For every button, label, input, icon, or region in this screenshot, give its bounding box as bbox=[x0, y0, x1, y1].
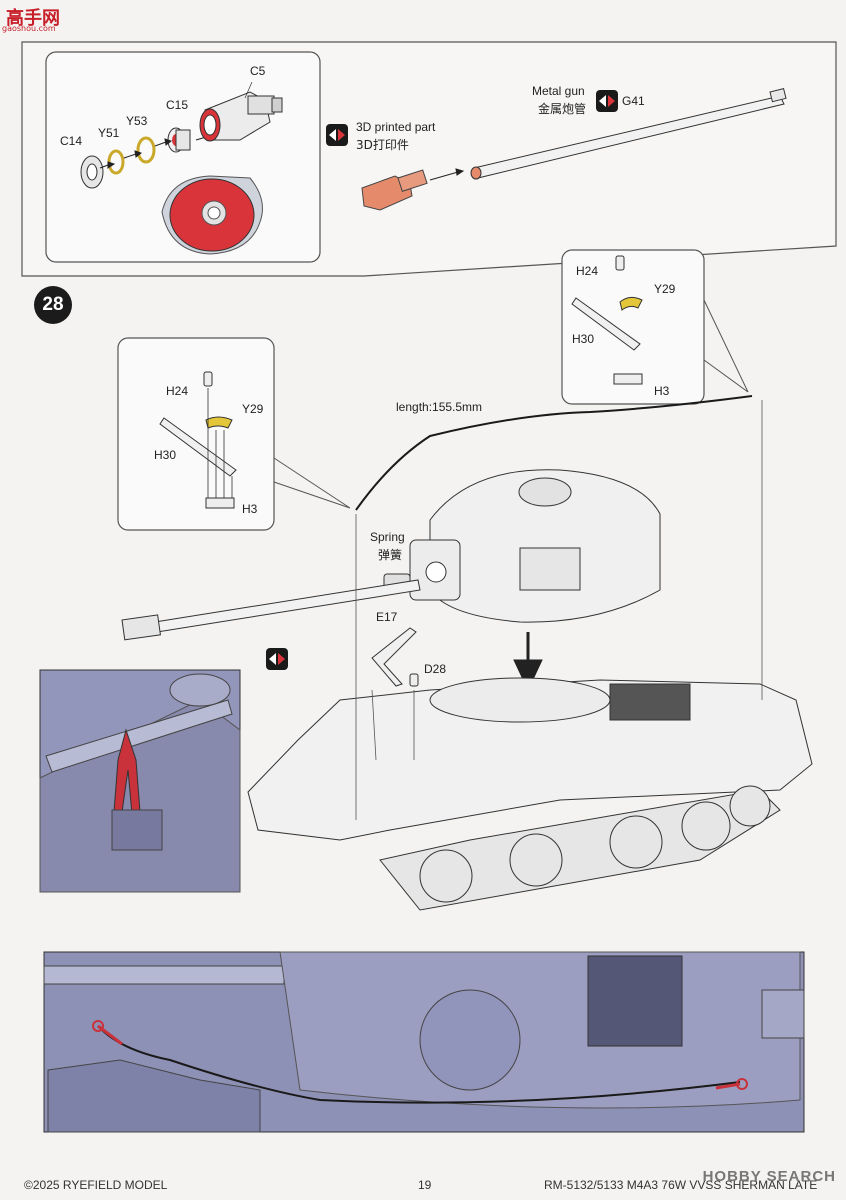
label-3d-printed: 3D printed part bbox=[356, 120, 436, 134]
label-h24-left: H24 bbox=[166, 384, 189, 398]
source-watermark: HOBBY SEARCH bbox=[702, 1168, 836, 1185]
label-spring: Spring bbox=[370, 530, 405, 544]
inset-right-parts bbox=[571, 255, 643, 385]
part-c14 bbox=[80, 155, 104, 189]
part-d28 bbox=[409, 673, 419, 687]
tracks bbox=[379, 785, 781, 911]
swap-icon bbox=[596, 90, 618, 112]
label-c5: C5 bbox=[250, 64, 266, 78]
watermark-logo: 高手网 bbox=[6, 8, 60, 29]
inset-left-box bbox=[117, 337, 275, 531]
label-h24-right: H24 bbox=[576, 264, 599, 278]
label-spring-cn: 弹簧 bbox=[378, 548, 403, 562]
watermark-url: gaoshou.com bbox=[2, 24, 56, 33]
swap-icon bbox=[326, 124, 348, 146]
label-h30-left: H30 bbox=[154, 448, 177, 462]
label-y29-right: Y29 bbox=[654, 282, 676, 296]
part-y53 bbox=[136, 136, 156, 164]
label-cable-length: length:155.5mm bbox=[396, 400, 483, 414]
printed-breech-part bbox=[361, 169, 428, 211]
inset-left-parts bbox=[159, 371, 237, 509]
hull bbox=[247, 677, 813, 911]
main-gun-barrel bbox=[129, 579, 421, 637]
inset-right-box bbox=[561, 249, 705, 405]
label-h30-right: H30 bbox=[572, 332, 595, 346]
label-c14: C14 bbox=[60, 134, 83, 148]
label-y53: Y53 bbox=[126, 114, 148, 128]
label-g41: G41 bbox=[622, 94, 645, 108]
label-h3-left: H3 bbox=[242, 502, 258, 516]
part-c5 bbox=[199, 91, 283, 142]
page-number: 19 bbox=[418, 1178, 432, 1192]
step-number: 28 bbox=[34, 286, 72, 324]
photo-detail-left bbox=[39, 669, 241, 893]
label-metal-gun: Metal gun bbox=[532, 84, 585, 98]
footer-copyright: ©2025 RYEFIELD MODEL bbox=[24, 1178, 168, 1192]
label-e17: E17 bbox=[376, 610, 398, 624]
big-arrow bbox=[513, 632, 543, 692]
part-e17 bbox=[371, 627, 417, 687]
label-c15: C15 bbox=[166, 98, 189, 112]
label-y51: Y51 bbox=[98, 126, 120, 140]
label-y29-left: Y29 bbox=[242, 402, 264, 416]
turret bbox=[409, 469, 661, 623]
footer-model: RM-5132/5133 M4A3 76W VVSS SHERMAN LATE bbox=[544, 1178, 818, 1192]
photo-detail-bottom bbox=[43, 951, 805, 1133]
label-d28: D28 bbox=[424, 662, 447, 676]
swap-icon bbox=[266, 648, 288, 670]
cable-path bbox=[355, 395, 753, 511]
label-h3-right: H3 bbox=[654, 384, 670, 398]
metal-gun-barrel bbox=[470, 88, 787, 180]
part-c15 bbox=[167, 127, 191, 153]
mantlet-detail bbox=[161, 175, 263, 255]
label-metal-gun-cn: 金属炮管 bbox=[538, 102, 587, 116]
label-3d-printed-cn: 3D打印件 bbox=[356, 138, 409, 152]
